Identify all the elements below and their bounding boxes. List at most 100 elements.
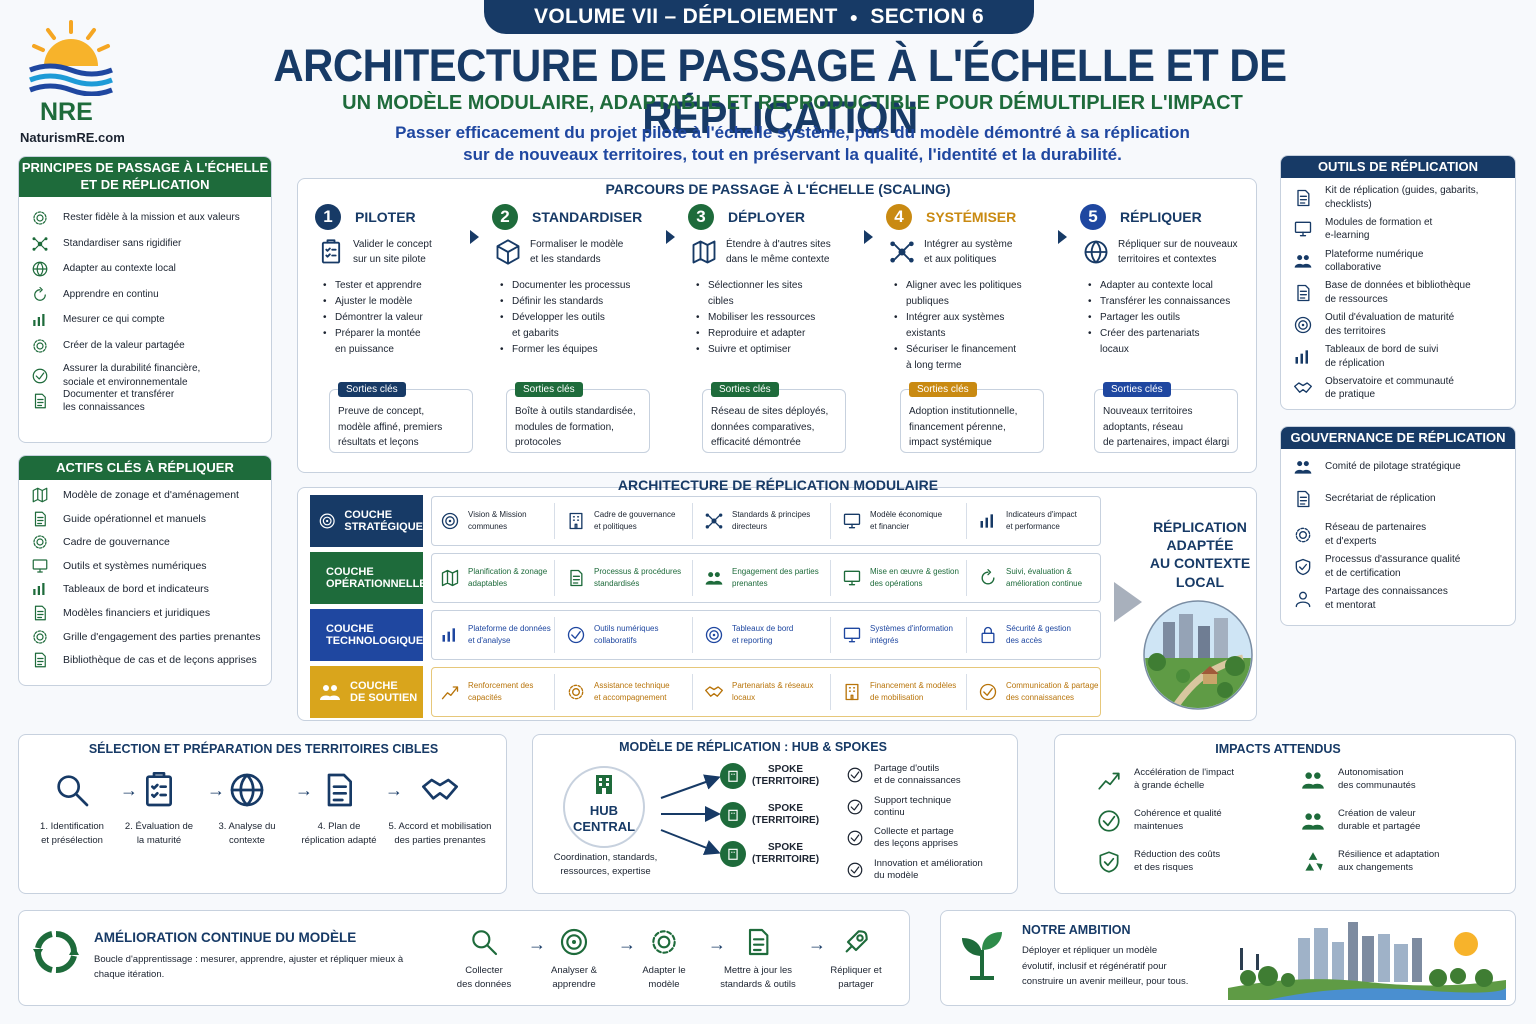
stage-bullet: Former les équipes [500,342,660,358]
module-label-2: et financier [870,522,910,531]
flow-arrow: → [207,780,225,800]
stage-bullet: Créer des partenariats [1088,326,1248,342]
secretariat-icon [1293,489,1313,509]
adapt-icon [648,926,680,958]
list-item-label: Standardiser sans rigidifier [63,237,182,249]
hub-building-icon [592,772,616,796]
list-item: Adapter au contexte local [31,260,176,278]
module-label-2: adaptables [468,579,508,588]
list-item-label: Plateforme numérique [1325,248,1424,260]
module-label-1: Suivi, évaluation & [1006,567,1072,576]
module-label-1: Indicateurs d'impact [1006,510,1077,519]
architecture-title: ARCHITECTURE DE RÉPLICATION MODULAIRE [617,477,939,493]
finance-icon [842,511,862,531]
stage-bullet: Reproduire et adapter [696,326,856,342]
module-divider [554,560,555,596]
list-item-label: Créer de la valeur partagée [63,339,185,351]
module-label-1: Planification & zonage [468,567,548,576]
layer-name-2: TECHNOLOGIQUE [326,635,424,647]
assets-panel: ACTIFS CLÉS À RÉPLIQUER Modèle de zonage… [18,455,272,686]
stage-name: SYSTÉMISER [926,209,1017,225]
impacts-panel: IMPACTS ATTENDUS [1054,734,1516,894]
stage-bullet: Suivre et optimiser [696,342,856,358]
target-icon [318,509,336,533]
key-outputs-tag: Sorties clés [711,382,779,397]
module-label-2: amélioration continue [1006,579,1083,588]
list-item-label-2: et mentorat [1325,599,1376,611]
module-divider [692,617,693,653]
list-item-label: Secrétariat de réplication [1325,493,1436,505]
layer-name-1: COUCHE [350,680,398,692]
community-icon [1300,767,1326,793]
governance-gear-icon [31,533,49,551]
spoke-label-2: (TERRITOIRE) [752,815,820,826]
digital-tools-icon [31,557,49,575]
spoke-label-2: (TERRITOIRE) [752,776,820,787]
list-item-label: Processus d'assurance qualité [1325,554,1461,565]
logo-url[interactable]: NaturismRE.com [20,130,125,145]
module-label-2: collaboratifs [594,636,637,645]
layer-name-2: STRATÉGIQUE [344,521,423,533]
stage-arrow [864,230,873,244]
key-outputs-tag: Sorties clés [515,382,583,397]
globe-pin-icon [227,770,267,810]
plan-doc-icon [319,770,359,810]
module-divider [966,674,967,710]
nre-sun-wave-logo [26,18,116,96]
assistance-icon [566,682,586,702]
list-item-label: Outils et systèmes numériques [63,559,207,572]
flow-arrow: → [385,780,403,800]
check-circle-icon [846,798,864,816]
rocket-icon [840,926,872,958]
volume-section-tab: VOLUME VII – DÉPLOIEMENT ● SECTION 6 [484,0,1034,34]
box-icon [494,238,522,266]
list-item-label: Modèle de zonage et d'aménagement [63,488,239,501]
stage-bullet: Adapter au contexte local [1088,278,1248,294]
sustainable-city-illustration [1228,918,1506,1000]
list-item: Rester fidèle à la mission et aux valeur… [31,209,240,227]
list-item-label-2: de réplication [1325,357,1385,369]
spoke-building-icon [720,802,746,828]
cycle-icon [978,568,998,588]
local-replication-label: RÉPLICATION ADAPTÉE AU CONTEXTE LOCAL [1149,519,1251,590]
list-item-label-2: et d'experts [1325,535,1377,547]
spoke-territory: SPOKE(TERRITOIRE) [720,802,819,828]
logo-name: NRE [40,98,93,126]
module-divider [692,503,693,539]
key-outputs-text: Adoption institutionnelle,financement pé… [909,406,1018,448]
dashboard-icon [31,580,49,598]
module-label-1: Partenariats & réseaux [732,681,814,690]
key-outputs-text: Réseau de sites déployés,données compara… [711,406,829,448]
list-item-label: Réseau de partenaires [1325,522,1427,533]
spoke-building-icon [720,763,746,789]
stage-number: 5 [1080,204,1106,230]
globe-adapt-icon [31,260,49,278]
list-item-label: Mesurer ce qui compte [63,314,165,326]
kit-icon [1293,188,1313,208]
list-item: Guide opérationnel et manuels [31,510,206,528]
spoke-label-2: (TERRITOIRE) [752,854,820,865]
